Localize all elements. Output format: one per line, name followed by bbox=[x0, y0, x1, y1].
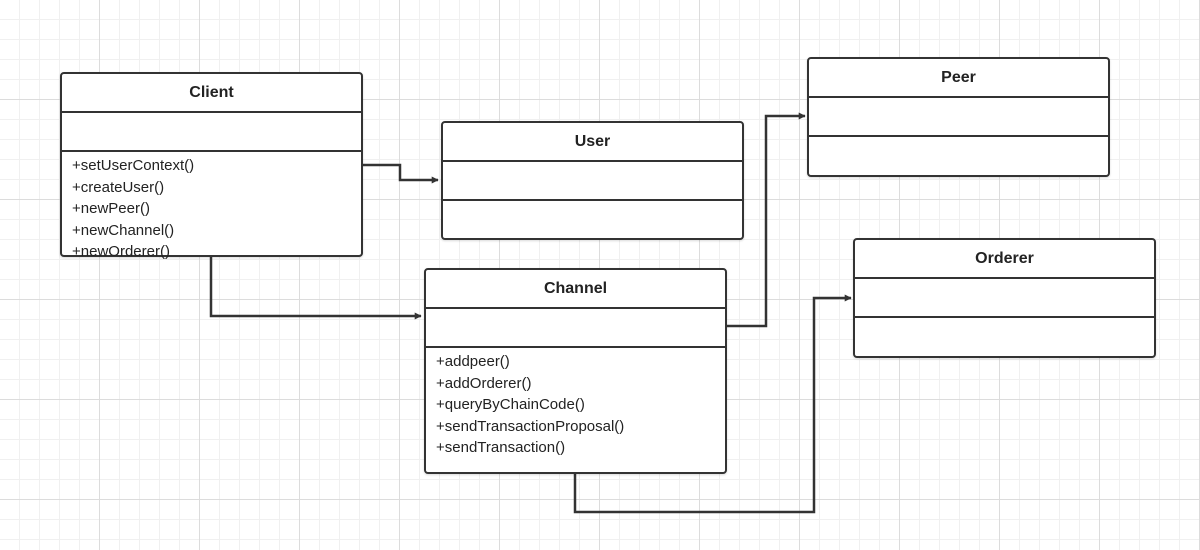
class-orderer[interactable]: Orderer bbox=[853, 238, 1156, 358]
class-user-name: User bbox=[443, 123, 742, 162]
method-item: +createUser() bbox=[72, 178, 165, 196]
connector-client-channel bbox=[209, 256, 422, 320]
method-item: +addpeer() bbox=[436, 353, 510, 370]
class-channel-methods: +addpeer() +addOrderer() +queryByChainCo… bbox=[426, 348, 725, 459]
class-client[interactable]: Client +setUserContext() +createUser() +… bbox=[60, 72, 363, 260]
class-client-name: Client bbox=[62, 74, 361, 113]
method-item: +newPeer() bbox=[72, 200, 150, 217]
method-item: +queryByChainCode() bbox=[436, 396, 585, 413]
class-channel-attributes bbox=[426, 309, 725, 348]
class-peer[interactable]: Peer bbox=[807, 57, 1110, 177]
connector-client-user bbox=[362, 163, 439, 184]
method-item: +setUserContext() bbox=[72, 157, 195, 174]
class-peer-attributes bbox=[809, 98, 1108, 137]
method-item: +sendTransaction() bbox=[436, 439, 566, 456]
method-item: +newOrderer() bbox=[72, 243, 170, 260]
connector-channel-orderer bbox=[573, 294, 852, 514]
class-user-attributes bbox=[443, 162, 742, 201]
class-client-methods: +setUserContext() +createUser() +newPeer… bbox=[62, 152, 361, 263]
class-peer-name: Peer bbox=[809, 59, 1108, 98]
class-channel[interactable]: Channel +addpeer() +addOrderer() +queryB… bbox=[424, 268, 727, 474]
class-orderer-name: Orderer bbox=[855, 240, 1154, 279]
method-item: +newChannel() bbox=[72, 221, 175, 239]
method-item: +addOrderer() bbox=[436, 374, 532, 392]
method-item: +sendTransactionProposal() bbox=[436, 417, 625, 435]
class-orderer-attributes bbox=[855, 279, 1154, 318]
class-client-attributes bbox=[62, 113, 361, 152]
class-user[interactable]: User bbox=[441, 121, 744, 240]
class-channel-name: Channel bbox=[426, 270, 725, 309]
connector-channel-peer bbox=[726, 112, 806, 328]
